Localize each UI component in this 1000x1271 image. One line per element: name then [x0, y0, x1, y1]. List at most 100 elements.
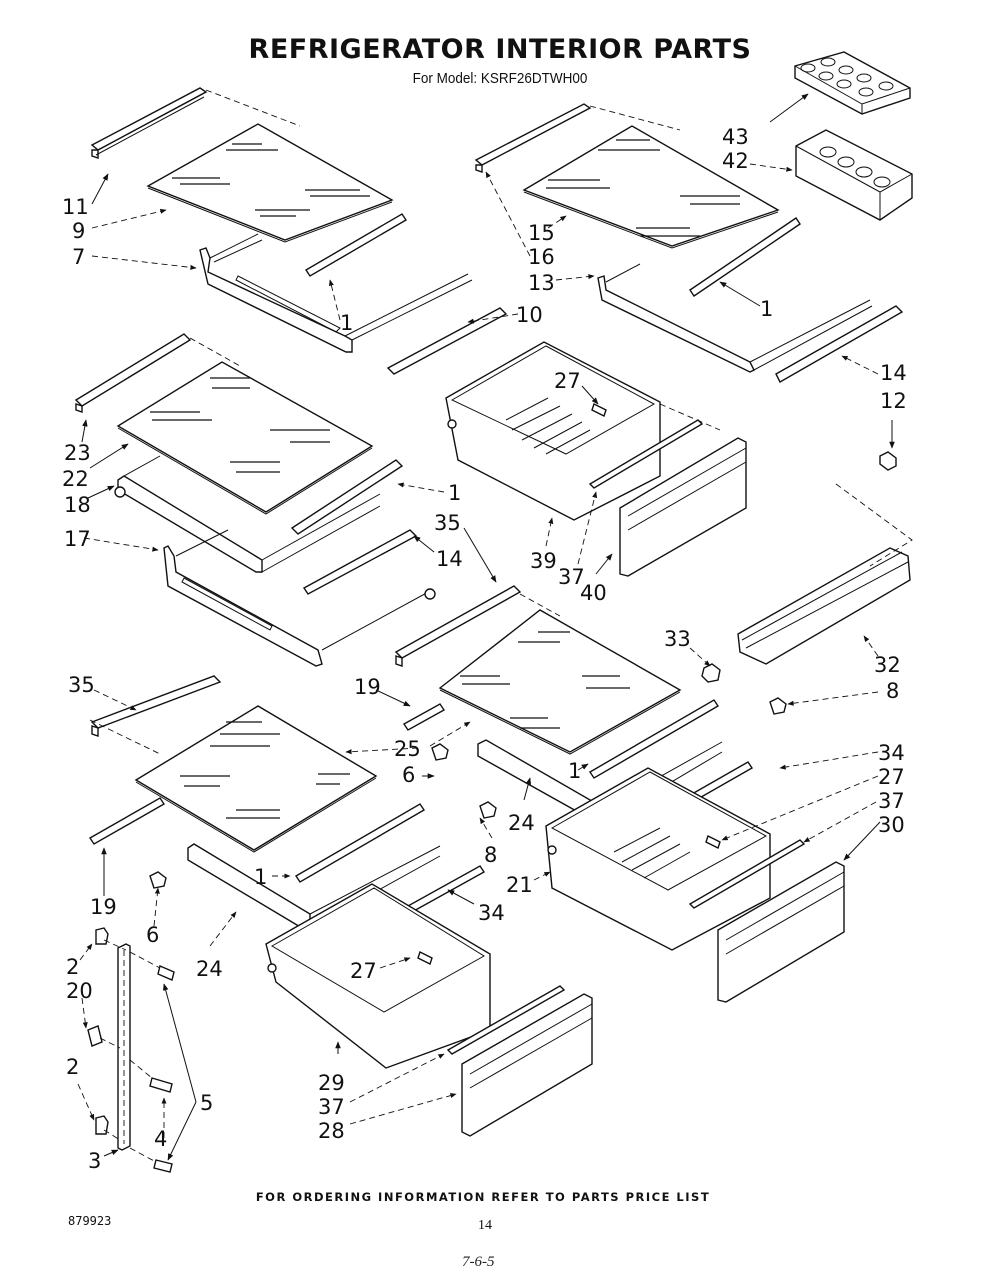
part-35-trim	[394, 585, 522, 667]
callout-1: 1	[568, 759, 581, 783]
part-25-glass-shelf	[438, 609, 682, 755]
callout-labels: 11 9 7 1 10 43 42 15 16 13 1 14 12 27 23…	[62, 125, 907, 1173]
part-27-screw	[705, 835, 721, 849]
callout-2: 2	[66, 955, 79, 979]
callout-27: 27	[350, 959, 377, 983]
part-6-clip	[431, 743, 449, 761]
part-40-drawer-front	[619, 437, 747, 577]
callout-3: 3	[88, 1149, 101, 1173]
ladder-rail-assembly	[87, 927, 175, 1173]
callout-18: 18	[64, 493, 91, 517]
callout-4: 4	[154, 1127, 167, 1151]
callout-23: 23	[64, 441, 91, 465]
part-8-clip	[769, 697, 787, 715]
part-27-screw	[591, 403, 607, 417]
callout-37: 37	[318, 1095, 345, 1119]
callout-15: 15	[528, 221, 555, 245]
callout-21: 21	[506, 873, 533, 897]
callout-17: 17	[64, 527, 91, 551]
callout-28: 28	[318, 1119, 345, 1143]
part-4-screw	[149, 1077, 173, 1093]
part-28-drawer-front	[461, 993, 593, 1137]
part-30-drawer-front	[717, 861, 845, 1003]
callout-19: 19	[354, 675, 381, 699]
page-number: 14	[478, 1218, 492, 1233]
callout-19: 19	[90, 895, 117, 919]
callout-24: 24	[508, 811, 535, 835]
callout-11: 11	[62, 195, 89, 219]
callout-6: 6	[402, 763, 415, 787]
callout-29: 29	[318, 1071, 345, 1095]
callout-35: 35	[434, 511, 461, 535]
part-16-trim	[474, 103, 592, 173]
callout-14: 14	[880, 361, 907, 385]
page-title: REFRIGERATOR INTERIOR PARTS	[248, 34, 752, 65]
callout-16: 16	[528, 245, 555, 269]
part-15-glass-shelf	[522, 125, 780, 249]
part-32-cover	[737, 547, 911, 665]
document-number: 879923	[68, 1214, 112, 1228]
callout-25: 25	[394, 737, 421, 761]
center-shelf-assembly	[394, 585, 753, 833]
callout-14: 14	[436, 547, 463, 571]
callout-6: 6	[146, 923, 159, 947]
part-27-screw	[417, 951, 433, 965]
callout-22: 22	[62, 467, 89, 491]
part-22-glass-shelf	[116, 361, 374, 515]
part-11-trim	[90, 87, 208, 159]
part-23-trim	[74, 333, 192, 413]
part-12-clip	[879, 451, 897, 471]
part-10-trim	[386, 307, 508, 375]
part-39-drawer	[445, 341, 661, 521]
ordering-info-note: FOR ORDERING INFORMATION REFER TO PARTS …	[255, 1190, 711, 1204]
part-2-clip-lower	[95, 1115, 109, 1135]
part-20-bumper	[87, 1025, 103, 1047]
callout-34: 34	[878, 741, 905, 765]
callout-12: 12	[880, 389, 907, 413]
part-7-shelf-frame	[199, 213, 473, 353]
callout-2: 2	[66, 1055, 79, 1079]
part-8-clip	[479, 801, 497, 819]
part-19-trim	[402, 703, 446, 731]
top-right-shelf-assembly	[474, 51, 913, 383]
callout-13: 13	[528, 271, 555, 295]
callout-1: 1	[340, 311, 353, 335]
callout-27: 27	[554, 369, 581, 393]
callout-8: 8	[886, 679, 899, 703]
callout-37: 37	[558, 565, 585, 589]
part-17-shelf-bracket	[163, 529, 436, 667]
part-5-screw-lower	[153, 1159, 173, 1173]
part-35-trim	[90, 675, 222, 737]
part-19-trim	[89, 797, 165, 845]
callout-20: 20	[66, 979, 93, 1003]
part-42-egg-tray	[795, 129, 913, 221]
callout-5: 5	[200, 1091, 213, 1115]
part-37-trim	[688, 839, 806, 909]
part-13-shelf-frame	[597, 217, 873, 373]
part-6-clip	[149, 871, 167, 889]
callout-10: 10	[516, 303, 543, 327]
callout-1: 1	[760, 297, 773, 321]
lower-left-shelf-assembly	[89, 675, 497, 943]
model-subtitle: For Model: KSRF26DTWH00	[412, 70, 588, 87]
middle-left-shelf-assembly	[74, 333, 436, 667]
callout-40: 40	[580, 581, 607, 605]
callout-37: 37	[878, 789, 905, 813]
part-2-clip-upper	[95, 927, 109, 945]
upper-crisper-drawer	[445, 341, 747, 577]
callout-39: 39	[530, 549, 557, 573]
callout-35: 35	[68, 673, 95, 697]
callout-8: 8	[484, 843, 497, 867]
handwritten-mark: 7-6-5	[462, 1254, 495, 1270]
callout-43: 43	[722, 125, 749, 149]
part-9-glass-shelf	[146, 123, 394, 243]
part-21-drawer	[545, 767, 771, 951]
part-18-shelf-frame	[114, 455, 404, 573]
part-43-egg-tray-lid	[794, 51, 911, 115]
callout-32: 32	[874, 653, 901, 677]
callout-33: 33	[664, 627, 691, 651]
callout-34: 34	[478, 901, 505, 925]
part-3-rail	[117, 943, 131, 1151]
part-33-clip	[701, 663, 721, 683]
